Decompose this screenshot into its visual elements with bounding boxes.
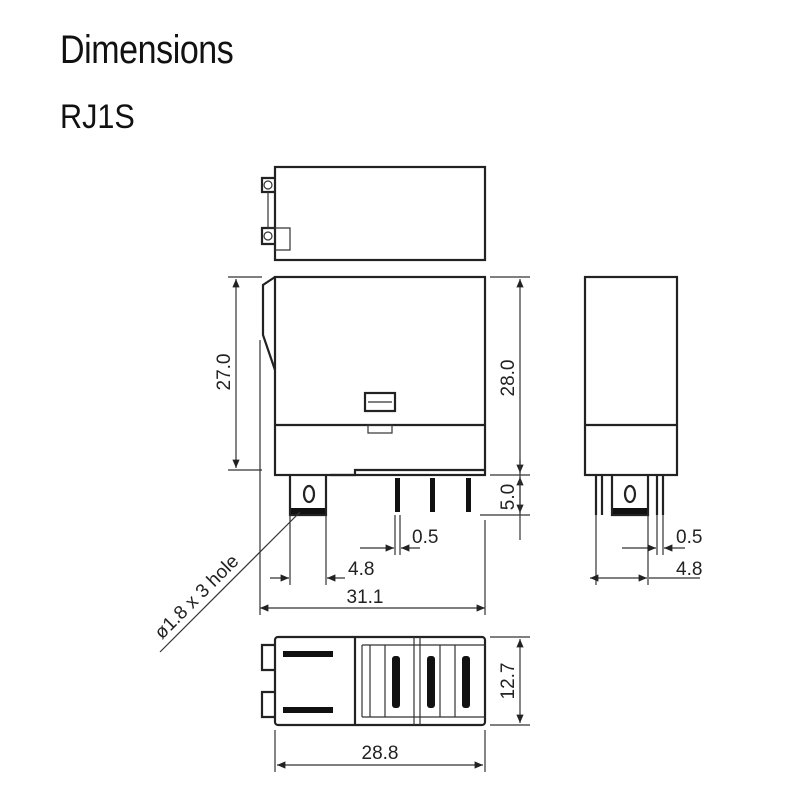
- page-title: Dimensions: [60, 28, 234, 72]
- top-view: [260, 165, 487, 262]
- front-view: [261, 275, 487, 517]
- dim-pin-pitch-front: 4.8: [348, 559, 374, 580]
- dim-pin-thickness-side: 0.5: [676, 527, 702, 548]
- front-dimensions: 27.0 28.0 5.0 0.5 4.8 31.1 ø1.8 x 3 hole: [151, 276, 530, 653]
- dim-length-front: 31.1: [347, 587, 384, 608]
- bottom-view: 12.7 28.8: [260, 635, 530, 772]
- model-name: RJ1S: [60, 98, 135, 136]
- dim-width-bottom: 12.7: [498, 663, 519, 700]
- dim-height-total: 28.0: [498, 360, 519, 397]
- dim-pin-length: 5.0: [498, 484, 519, 510]
- dim-pin-thickness-front: 0.5: [412, 527, 438, 548]
- hole-note: ø1.8 x 3 hole: [151, 551, 244, 644]
- dim-pin-pitch-side: 4.8: [676, 559, 702, 580]
- side-view: 0.5 4.8: [583, 275, 702, 585]
- dim-height-body: 27.0: [214, 354, 235, 391]
- dim-length-bottom: 28.8: [362, 743, 399, 764]
